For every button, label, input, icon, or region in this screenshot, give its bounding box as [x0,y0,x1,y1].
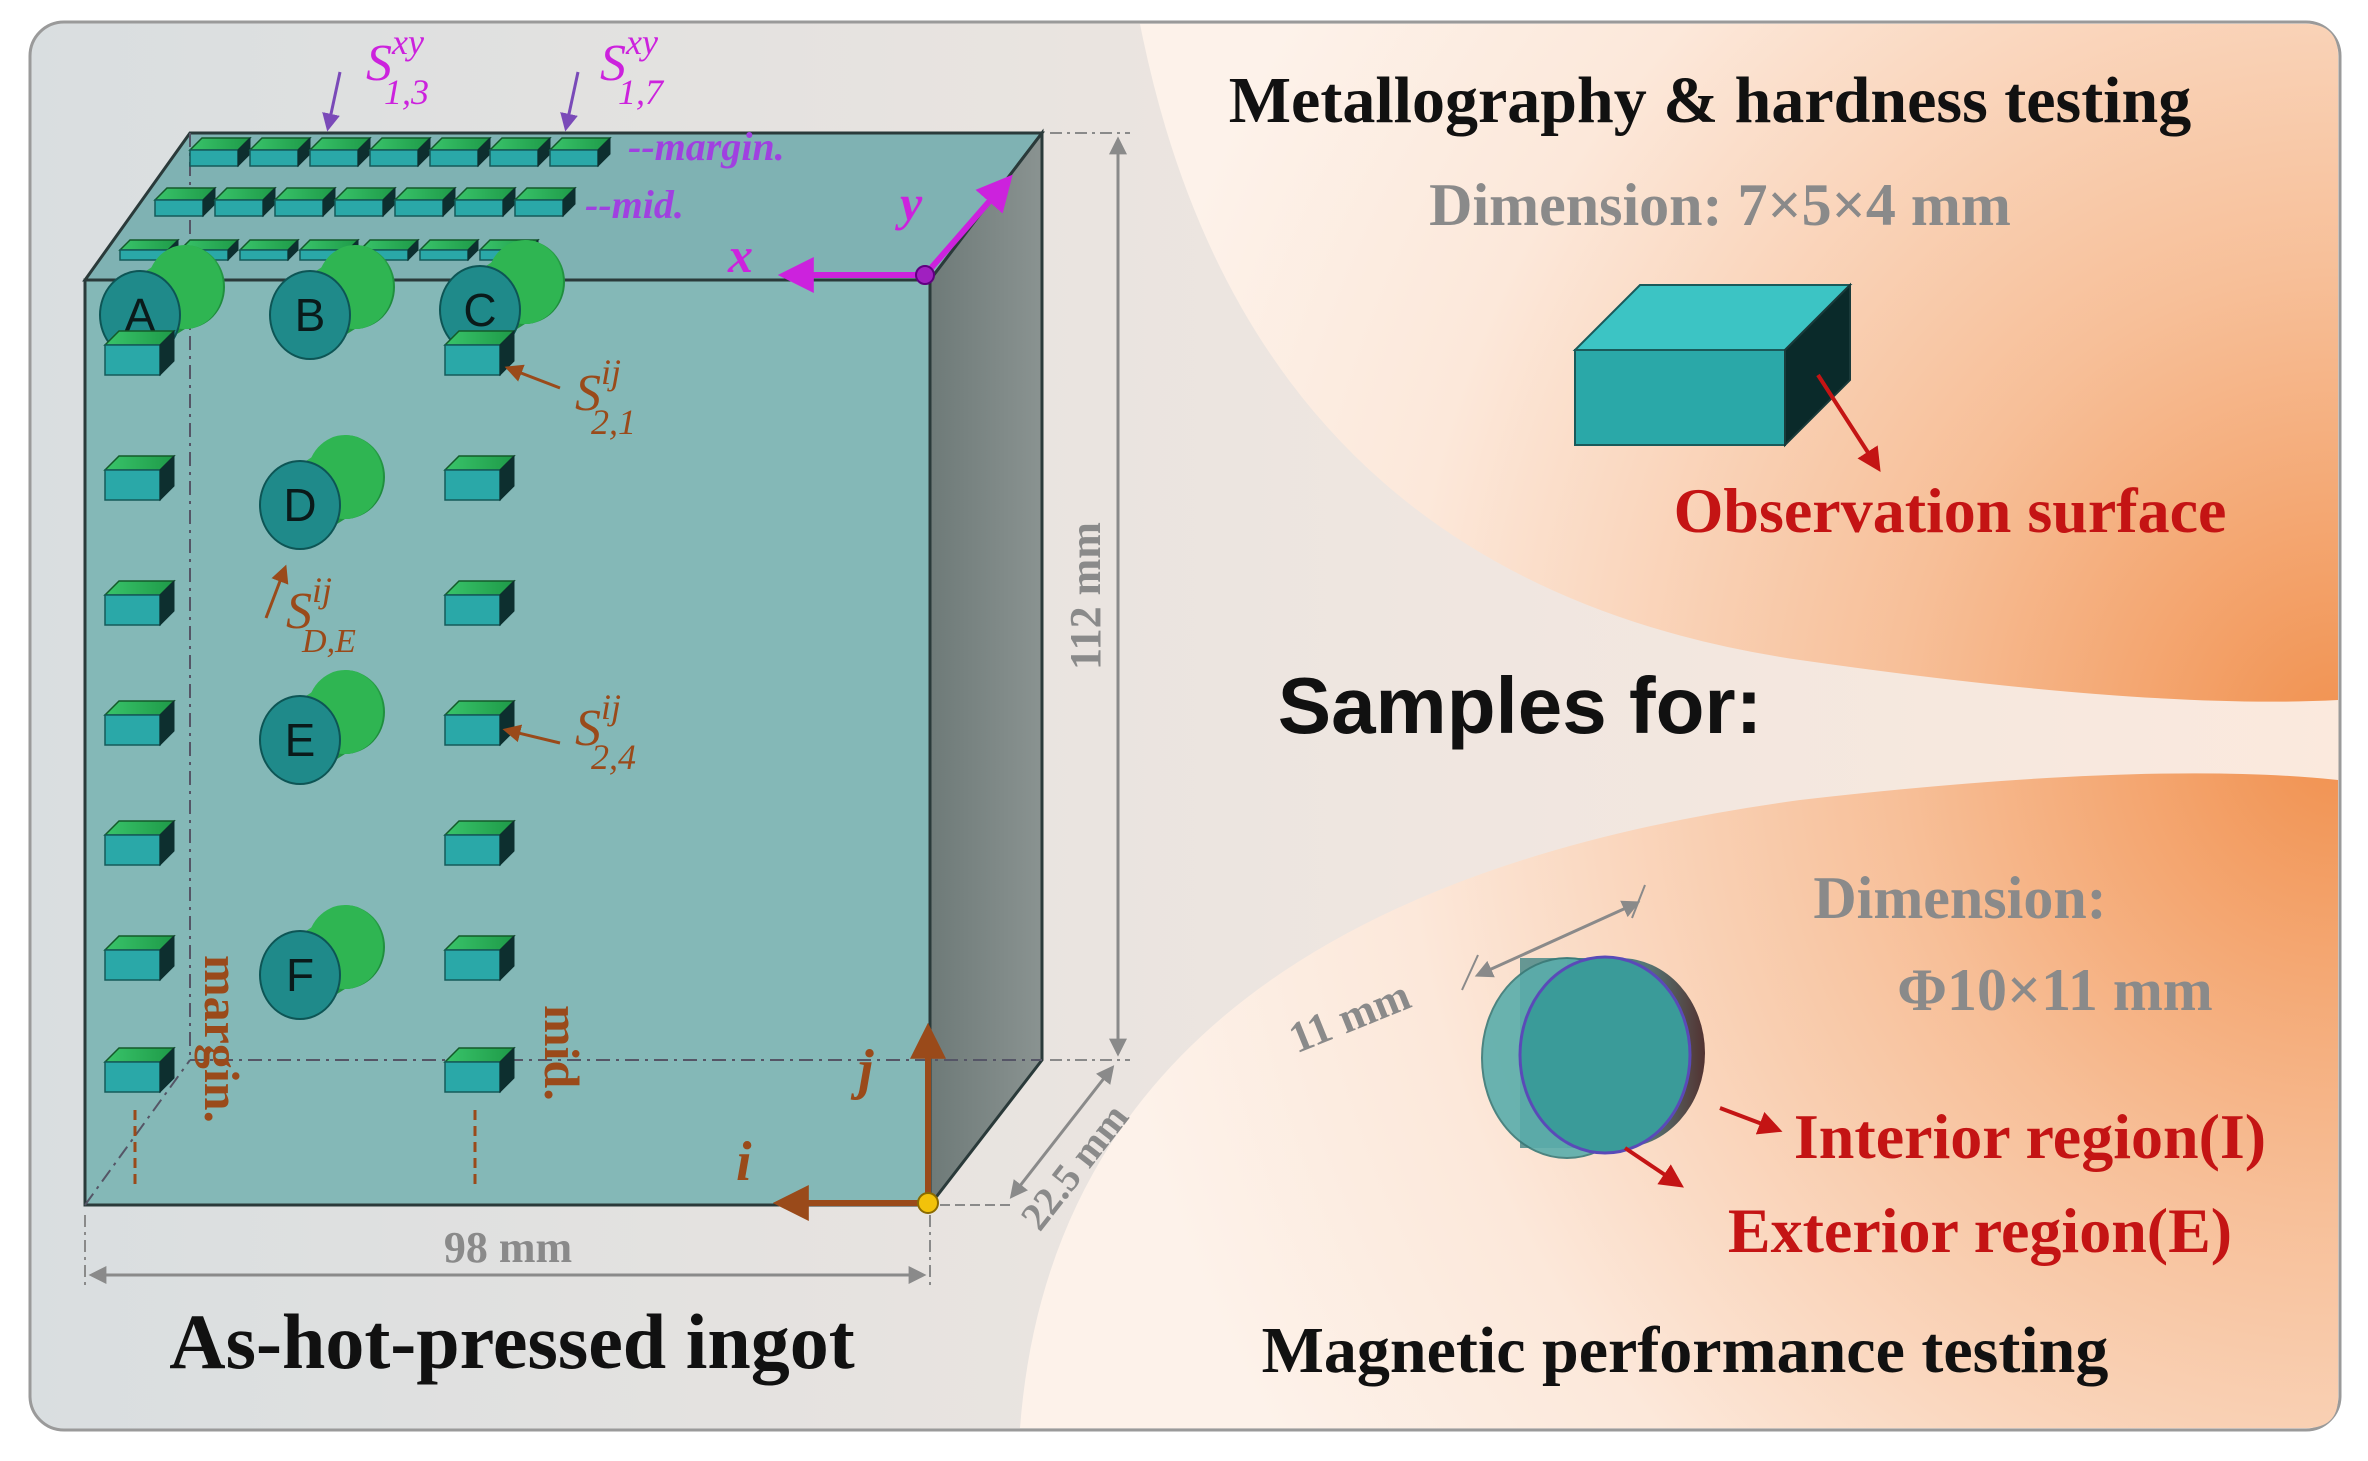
exterior-region-label: Exterior region(E) [1728,1195,2232,1266]
s21-pointer [504,364,561,390]
mid-label: mid. [534,1005,590,1101]
s13-pointer [322,71,342,132]
exterior-pointer [1623,1146,1684,1188]
sample-cube [308,136,372,168]
metallography-dimension: Dimension: 7×5×4 mm [1429,172,2011,238]
sample-cube [103,329,176,377]
sample-cube [368,136,432,168]
cylinder-label: F [286,949,314,1001]
sample-cube [443,579,516,627]
sample-cube [443,454,516,502]
sample-cube [103,819,176,867]
sample-cube [213,186,277,218]
cylinder-d: D [259,435,385,550]
cuboid-front [1574,349,1786,446]
cylinder-interior-face [1518,955,1692,1155]
sample-cube [188,136,252,168]
s17-pointer [560,71,580,132]
sde-pointer [264,564,289,619]
right-gradient-panel [1020,24,2338,1428]
sample-cube [513,186,577,218]
observation-surface-label: Observation surface [1674,475,2227,546]
sample-cube [428,136,492,168]
sample-cube [453,186,517,218]
cylinder-label: D [283,479,316,531]
top-margin-label: --margin. [628,124,785,169]
sample-cube [443,934,516,982]
axis-origin-ij [917,1192,939,1214]
cylinder-label: C [463,284,496,336]
sample-cube [103,699,176,747]
samples-heading: Samples for: [1278,661,1763,750]
ingot-caption: As-hot-pressed ingot [169,1298,854,1385]
metallography-sample [1572,282,1881,473]
magnetic-sample [1461,884,1783,1188]
axis-y-arrow [922,174,1013,277]
sample-cube [443,819,516,867]
cylinder-b: B [269,245,395,360]
cylinder-label: B [295,289,326,341]
cylinder-label: E [285,714,316,766]
margin-label: margin. [194,955,250,1123]
interior-region-label: Interior region(I) [1794,1101,2266,1172]
sample-cube [548,136,612,168]
magnetic-title: Magnetic performance testing [1262,1314,2109,1387]
height-label: 112 mm [1061,522,1110,670]
cylinder-e: E [259,670,385,785]
sample-cube [273,186,337,218]
axis-i-label: i [736,1131,752,1193]
top-margin-samples [188,136,612,168]
sample-cube [443,329,516,377]
interior-pointer [1719,1106,1783,1135]
sample-cube [238,238,300,262]
magnetic-dimension-line2: Φ10×11 mm [1897,957,2213,1023]
axis-x-label: x [727,227,753,283]
metallography-title: Metallography & hardness testing [1229,64,2191,137]
axis-origin-xy [915,265,935,285]
sample-cube [418,238,480,262]
sample-cube [103,579,176,627]
s24-pointer [502,724,561,745]
top-mid-label: --mid. [585,182,684,227]
sample-cube [153,186,217,218]
sample-cube [443,1046,516,1094]
cylinder-length-line [1474,900,1641,978]
sample-cube [333,186,397,218]
cylinder-f: F [259,905,385,1020]
magnetic-dimension-line1: Dimension: [1813,865,2106,931]
sample-cube [103,934,176,982]
surface-pointer [1816,373,1881,473]
ingot-side-face [928,128,1044,1210]
sample-cube [103,1046,176,1094]
sample-cube [488,136,552,168]
sample-cube [103,454,176,502]
sample-cube [358,238,420,262]
sample-cube [248,136,312,168]
axis-y-label: y [895,175,923,231]
cuboid-side [1784,282,1851,448]
sample-cube [443,699,516,747]
sample-cube [393,186,457,218]
depth-dimension-line [1009,1065,1115,1199]
hidden-edge [84,1059,191,1206]
front-cube-samples [103,329,516,1094]
width-label: 98 mm [444,1223,572,1272]
